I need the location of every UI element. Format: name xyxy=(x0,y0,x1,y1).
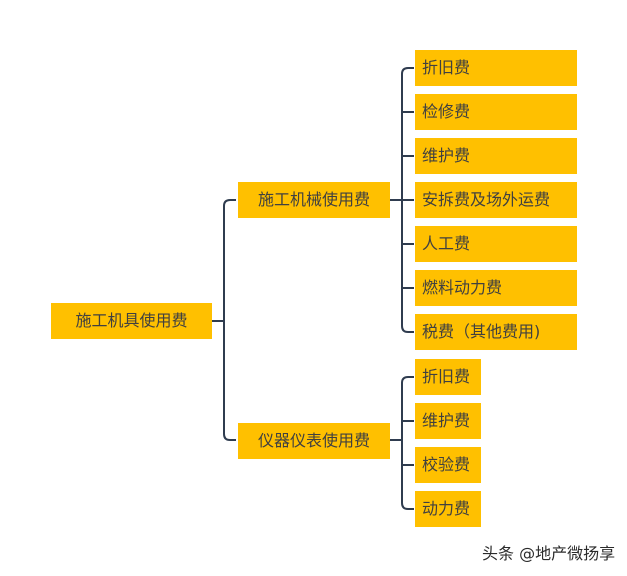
connector-branch-instruments xyxy=(390,376,414,510)
leaf-node-taxes: 税费（其他费用) xyxy=(415,314,577,350)
root-node: 施工机具使用费 xyxy=(51,303,212,339)
leaf-node-depreciation-instruments: 折旧费 xyxy=(415,359,481,395)
leaf-node-labor: 人工费 xyxy=(415,226,577,262)
leaf-node-maintenance: 维护费 xyxy=(415,138,577,174)
watermark-text: 头条 @地产微扬享 xyxy=(482,544,616,563)
leaf-node-maintenance-instruments: 维护费 xyxy=(415,403,481,439)
connector-root xyxy=(212,199,236,441)
leaf-node-calibration: 校验费 xyxy=(415,447,481,483)
connector-branch-machinery xyxy=(390,67,414,333)
branch-node-instruments: 仪器仪表使用费 xyxy=(238,423,390,459)
leaf-node-power: 动力费 xyxy=(415,491,481,527)
branch-node-machinery: 施工机械使用费 xyxy=(238,182,390,218)
leaf-node-installation-transport: 安拆费及场外运费 xyxy=(415,182,577,218)
leaf-node-depreciation: 折旧费 xyxy=(415,50,577,86)
leaf-node-fuel-power: 燃料动力费 xyxy=(415,270,577,306)
leaf-node-overhaul: 检修费 xyxy=(415,94,577,130)
